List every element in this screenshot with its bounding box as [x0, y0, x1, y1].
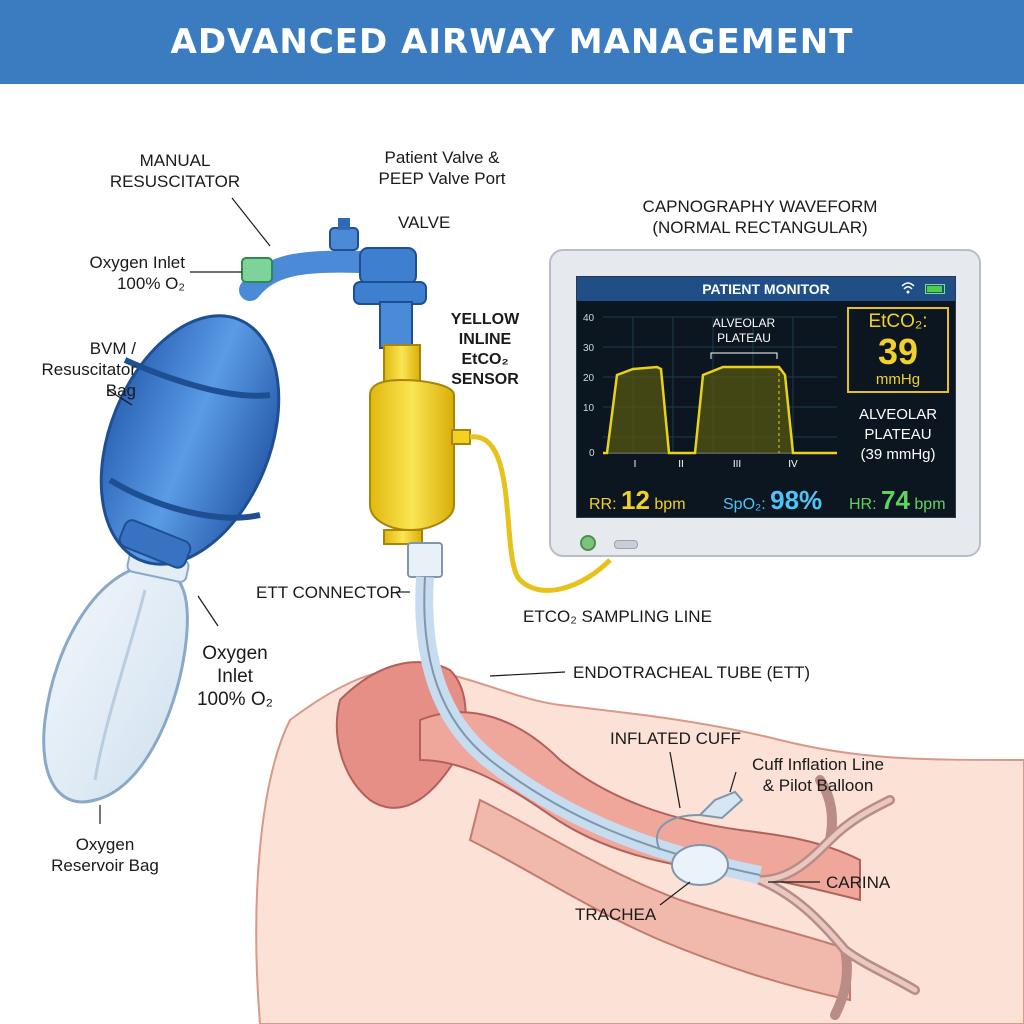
- label-trachea: TRACHEA: [575, 905, 657, 924]
- phase-labels: I II III IV: [634, 459, 798, 470]
- patient-valve: [353, 247, 427, 349]
- y-axis-ticks: 40 30 20 10 0: [583, 313, 595, 459]
- label-carina: CARINA: [826, 873, 891, 892]
- phase-label: III: [733, 459, 741, 470]
- plateau-chart-label: ALVEOLAR: [713, 316, 776, 330]
- label-capnography: CAPNOGRAPHY WAVEFORM (NORMAL RECTANGULAR…: [642, 197, 878, 237]
- ett-connector: [407, 542, 443, 578]
- battery-icon: [925, 284, 945, 294]
- label-valve: VALVE: [398, 213, 451, 232]
- cuff-inflation-line: [655, 814, 701, 851]
- label-oxygen-inlet-bottom: Oxygen Inlet 100% O₂: [196, 643, 274, 710]
- etco2-unit: mmHg: [875, 371, 921, 388]
- etco2-value: 39: [877, 331, 919, 372]
- sampling-line: [469, 434, 612, 593]
- bronchial-tree-inner: [757, 797, 918, 993]
- leader-lines: [99, 197, 820, 906]
- y-tick: 30: [583, 343, 595, 354]
- label-cuff-inflation-line: Cuff Inflation Line & Pilot Balloon: [752, 755, 884, 795]
- spo2-readout: SpO₂: 98%: [723, 485, 823, 515]
- esophagus: [468, 798, 851, 1002]
- hr-readout: HR: 74 bpm: [849, 485, 946, 515]
- waveform-fill-1: [607, 367, 669, 453]
- label-ett-connector: ETT CONNECTOR: [256, 583, 402, 602]
- airway-illustration: [42, 197, 1024, 1024]
- vitals-row: RR: 12 bpm SpO₂: 98% HR: 74 bpm: [577, 477, 955, 517]
- label-inflated-cuff: INFLATED CUFF: [610, 729, 741, 748]
- label-oxygen-inlet-top: Oxygen Inlet 100% O₂: [89, 253, 185, 293]
- y-tick: 0: [589, 448, 595, 459]
- label-manual-resuscitator: MANUAL RESUSCITATOR: [109, 151, 241, 191]
- label-bvm: BVM / Resuscitator Bag: [41, 339, 136, 400]
- wifi-icon: [901, 282, 915, 294]
- inflated-cuff: [671, 844, 729, 886]
- waveform-fill-2: [695, 367, 793, 453]
- plateau-side-label: ALVEOLAR PLATEAU (39 mmHg): [858, 406, 938, 463]
- y-tick: 20: [583, 373, 595, 384]
- etco2-readout: EtCO₂: 39 mmHg: [847, 307, 949, 393]
- airway-passage: [419, 711, 861, 902]
- bvm-bag: [99, 314, 281, 569]
- label-reservoir-bag: Oxygen Reservoir Bag: [51, 835, 159, 875]
- phase-label: IV: [788, 459, 798, 470]
- oxygen-inlet-fitting: [241, 257, 273, 283]
- monitor-slot: [614, 540, 638, 549]
- page-title: ADVANCED AIRWAY MANAGEMENT: [170, 22, 854, 62]
- title-banner: ADVANCED AIRWAY MANAGEMENT: [0, 0, 1024, 84]
- capnography-waveform-chart: 40 30 20 10 0 ALVEOLAR PLATEAU I II III …: [583, 313, 837, 470]
- label-patient-valve: Patient Valve & PEEP Valve Port: [378, 148, 506, 188]
- monitor-header: PATIENT MONITOR: [577, 277, 955, 301]
- pilot-balloon: [697, 790, 744, 820]
- etco2-label: EtCO₂:: [868, 311, 928, 332]
- label-etco2-sampling-line: ETCO₂ SAMPLING LINE: [523, 607, 712, 626]
- y-tick: 10: [583, 403, 595, 414]
- reservoir-bag: [42, 563, 189, 804]
- y-tick: 40: [583, 313, 595, 324]
- phase-label: I: [634, 459, 637, 470]
- rr-readout: RR: 12 bpm: [589, 485, 686, 515]
- plateau-bracket: [710, 352, 778, 359]
- power-button[interactable]: [580, 535, 596, 551]
- capnography-waveform: [603, 365, 837, 455]
- label-etco2-sensor: YELLOW INLINE EtCO₂ SENSOR: [450, 311, 520, 388]
- monitor-screen: PATIENT MONITOR 40 30 20 10 0 ALVEOLAR: [576, 276, 956, 518]
- label-ett: ENDOTRACHEAL TUBE (ETT): [573, 663, 811, 682]
- phase-label: II: [678, 459, 684, 470]
- plateau-chart-label: PLATEAU: [717, 331, 771, 345]
- etco2-sensor: [369, 344, 471, 545]
